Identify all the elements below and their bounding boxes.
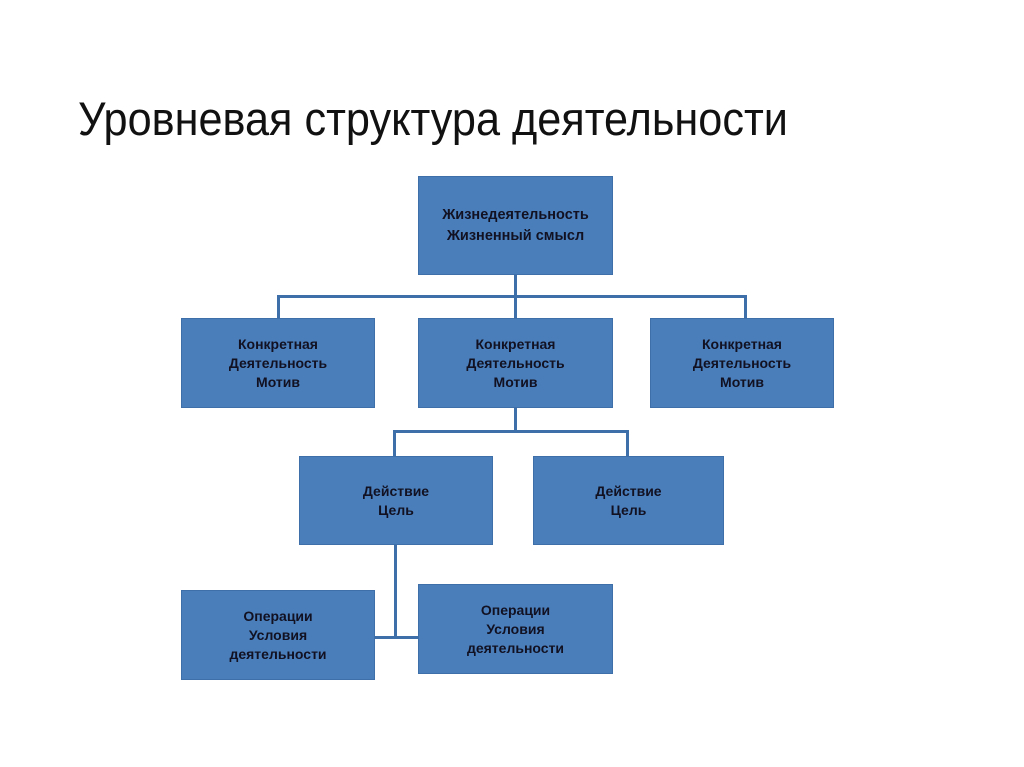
connector-level2-left-drop — [277, 295, 280, 319]
connector-level3-right-drop — [626, 430, 629, 456]
node-operations-right[interactable]: Операции Условия деятельности — [418, 584, 613, 674]
node-action-right-line-2: Цель — [610, 501, 647, 518]
node-operations-left-line-1: Операции — [243, 607, 313, 624]
node-concrete-activity-left-line-2: Деятельность — [228, 354, 328, 371]
connector-concrete-activity-center-down — [514, 408, 517, 432]
node-operations-right-line-2: Условия — [486, 620, 545, 637]
node-life-activity[interactable]: Жизнедеятельность Жизненный смысл — [418, 176, 613, 275]
node-concrete-activity-left[interactable]: Конкретная Деятельность Мотив — [181, 318, 375, 408]
node-concrete-activity-right-line-1: Конкретная — [702, 335, 782, 352]
node-operations-right-line-3: деятельности — [466, 639, 565, 656]
node-operations-left[interactable]: Операции Условия деятельности — [181, 590, 375, 680]
connector-level3-bus — [393, 430, 629, 433]
node-life-activity-line-2: Жизненный смысл — [446, 227, 585, 244]
node-concrete-activity-center-line-3: Мотив — [493, 373, 538, 390]
node-concrete-activity-right-line-3: Мотив — [720, 373, 764, 390]
node-concrete-activity-left-line-1: Конкретная — [238, 335, 318, 352]
connector-action-left-down — [394, 545, 397, 638]
node-action-right[interactable]: Действие Цель — [533, 456, 724, 545]
node-life-activity-line-1: Жизнедеятельность — [442, 206, 589, 223]
connector-life-activity-down — [514, 275, 517, 296]
node-action-left-line-2: Цель — [378, 501, 414, 518]
node-concrete-activity-center-line-1: Конкретная — [475, 335, 556, 352]
connector-level2-bus — [277, 295, 747, 298]
connector-level3-left-drop — [393, 430, 396, 456]
connector-operations-bus — [375, 636, 419, 639]
node-concrete-activity-right-line-2: Деятельность — [692, 354, 792, 371]
page-title: Уровневая структура деятельности — [78, 92, 788, 146]
node-action-right-line-1: Действие — [595, 482, 662, 499]
connector-level2-center-drop — [514, 295, 517, 319]
connector-level2-right-drop — [744, 295, 747, 319]
node-action-left-line-1: Действие — [362, 482, 430, 499]
node-operations-left-line-2: Условия — [248, 626, 308, 643]
node-operations-right-line-1: Операции — [480, 601, 551, 618]
node-operations-left-line-3: деятельности — [229, 645, 327, 662]
node-concrete-activity-right[interactable]: Конкретная Деятельность Мотив — [650, 318, 834, 408]
node-concrete-activity-center-line-2: Деятельность — [466, 354, 565, 371]
node-action-left[interactable]: Действие Цель — [299, 456, 493, 545]
node-concrete-activity-left-line-3: Мотив — [256, 373, 300, 390]
node-concrete-activity-center[interactable]: Конкретная Деятельность Мотив — [418, 318, 613, 408]
